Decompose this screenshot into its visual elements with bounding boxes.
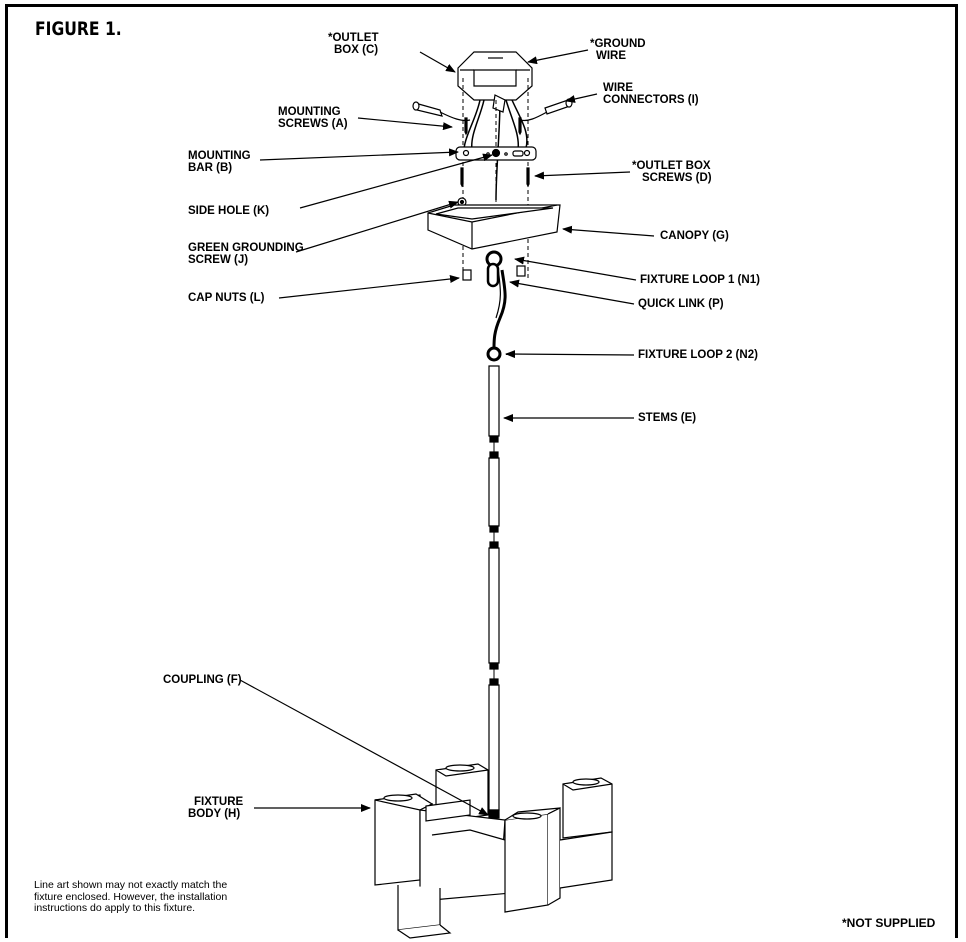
label-coupling: COUPLING (F): [163, 674, 242, 686]
label-canopy: CANOPY (G): [660, 230, 729, 242]
label-cap-nuts: CAP NUTS (L): [188, 292, 265, 304]
figure-title: FIGURE 1.: [35, 18, 122, 40]
label-side-hole: SIDE HOLE (K): [188, 205, 270, 217]
mounting-screws: [460, 117, 530, 188]
stems-shape: [488, 365, 500, 811]
fixture-body-shape: [374, 763, 613, 939]
disclaimer-note: Line art shown may not exactly match the…: [34, 879, 228, 914]
label-fixture-loop-1: FIXTURE LOOP 1 (N1): [640, 274, 760, 286]
outlet-box-shape: [457, 51, 533, 101]
canopy-shape: [427, 204, 561, 250]
not-supplied-note: *NOT SUPPLIED: [842, 916, 936, 930]
figure-frame: [5, 4, 958, 938]
label-quick-link: QUICK LINK (P): [638, 298, 724, 310]
label-stems: STEMS (E): [638, 412, 697, 424]
mounting-bar-shape: [455, 146, 537, 161]
label-fixture-loop-2: FIXTURE LOOP 2 (N2): [638, 349, 758, 361]
